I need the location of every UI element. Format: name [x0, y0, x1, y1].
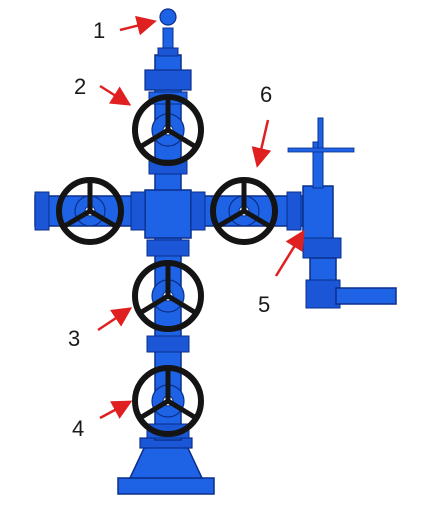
- callout-arrows: [97, 15, 305, 420]
- handwheel-master-upper: [132, 94, 204, 166]
- arrow-4: [99, 400, 133, 420]
- arrow-3: [97, 307, 133, 332]
- choke-assembly: [287, 117, 397, 309]
- callout-label-5: 5: [258, 292, 271, 317]
- arrow-1: [119, 15, 157, 36]
- handwheel-master-middle: [132, 260, 204, 332]
- callout-label-3: 3: [68, 326, 81, 351]
- callout-label-4: 4: [72, 416, 85, 441]
- handwheel-master-lower: [132, 365, 204, 437]
- callout-label-6: 6: [260, 82, 273, 107]
- arrow-5: [274, 229, 305, 277]
- pressure-gauge-top: [157, 8, 179, 57]
- handwheel-wing-right: [210, 177, 278, 245]
- arrow-2: [99, 84, 132, 106]
- callout-label-2: 2: [74, 74, 87, 99]
- arrow-6: [251, 119, 272, 168]
- callout-label-1: 1: [93, 18, 106, 43]
- base-flange: [117, 437, 215, 495]
- handwheel-wing-left: [56, 177, 124, 245]
